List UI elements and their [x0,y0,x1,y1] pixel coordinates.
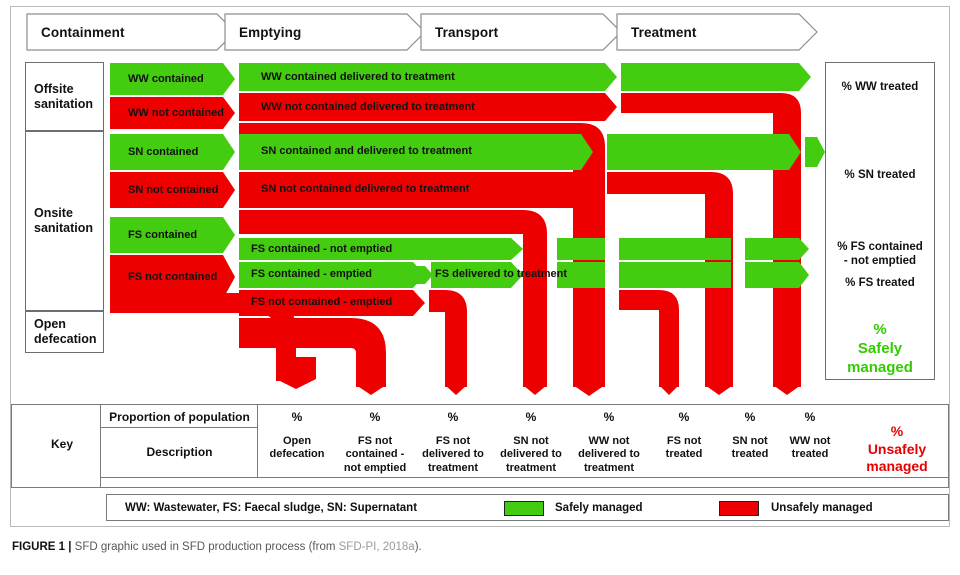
stage-chevron-treatment[interactable]: Treatment [617,14,817,50]
key-row-label-description: Description [146,445,213,459]
key-pct-3: % [525,410,537,424]
stage-label-containment: Containment [41,24,125,40]
stage-header-row: Containment Emptying Transport Treatment [11,7,949,57]
flow-diagram-svg [110,63,825,396]
stage-label-treatment: Treatment [631,24,697,40]
key-divider-bottom [100,477,949,478]
key-pct-1: % [369,410,381,424]
stage-label-transport: Transport [435,24,499,40]
outcome-box: % WW treated % SN treated % FS contained… [825,62,935,380]
stage-chevron-shapes [26,13,818,51]
flow-ww-contained-delivered [239,63,811,91]
flow-ww-not-contained-delivered [239,93,801,395]
containment-bars [110,63,235,299]
stage-chevron-emptying[interactable]: Emptying [225,14,425,50]
outcome-label-fs-treated: % FS treated [845,277,915,289]
key-title: Key [50,437,73,451]
key-pct-7: % [804,410,816,424]
flow-ww-not-delivered [239,123,605,396]
containment-bar-fs-contained [110,217,235,253]
containment-bar-sn-contained [110,134,235,170]
containment-bar-fs-not-contained [110,255,235,299]
key-pct-6: % [744,410,756,424]
key-pct-0: % [291,410,303,424]
flow-fs-contained-not-emptied [239,238,809,260]
flow-sn-not-delivered [239,210,547,395]
key-pct-5: % [678,410,690,424]
outcome-label-ww-treated: % WW treated [841,81,919,93]
stage-chevron-containment[interactable]: Containment [27,14,235,50]
legend-strip: WW: Wastewater, FS: Faecal sludge, SN: S… [106,494,949,521]
flow-fs-not-contained-emptied [239,290,467,395]
key-panel: Key Proportion of population Description… [11,404,949,488]
stage-chevron-transport[interactable]: Transport [421,14,621,50]
treatment-green-connectors [511,238,523,288]
stage-label-emptying: Emptying [239,24,302,40]
key-pct-4: % [603,410,615,424]
outcome-label-sn-treated: % SN treated [844,169,916,181]
containment-bar-ww-contained [110,63,235,95]
flow-sn-contained-delivered [239,134,825,170]
caption-suffix: ). [414,541,422,553]
key-row-label-proportion: Proportion of population [109,410,250,424]
caption-text: SFD graphic used in SFD production proce… [71,541,339,553]
legend-abbreviations: WW: Wastewater, FS: Faecal sludge, SN: S… [125,502,418,514]
caption-figure-number: FIGURE 1 | [12,541,72,553]
key-divider-2 [257,405,258,477]
outcome-label-fs-contained-not-emptied: % FS contained- not emptied [837,241,923,267]
key-pct-2: % [447,410,459,424]
flow-fs-contained-emptied [239,262,809,288]
caption-source: SFD-PI, 2018a [338,541,415,553]
legend-label-safely-managed: Safely managed [555,502,643,514]
containment-bar-sn-not-contained [110,172,235,208]
legend-label-unsafely-managed: Unsafely managed [771,502,873,514]
flow-fs-not-contained-not-emptied [239,318,386,395]
figure-caption: FIGURE 1 | SFD graphic used in SFD produ… [12,541,422,553]
legend-swatch-unsafely-managed [719,501,759,516]
containment-bar-ww-not-contained [110,97,235,129]
legend-swatch-safely-managed [504,501,544,516]
flow-fs-not-treated [619,290,679,395]
key-divider-row [100,427,257,428]
key-divider-1 [100,405,101,487]
